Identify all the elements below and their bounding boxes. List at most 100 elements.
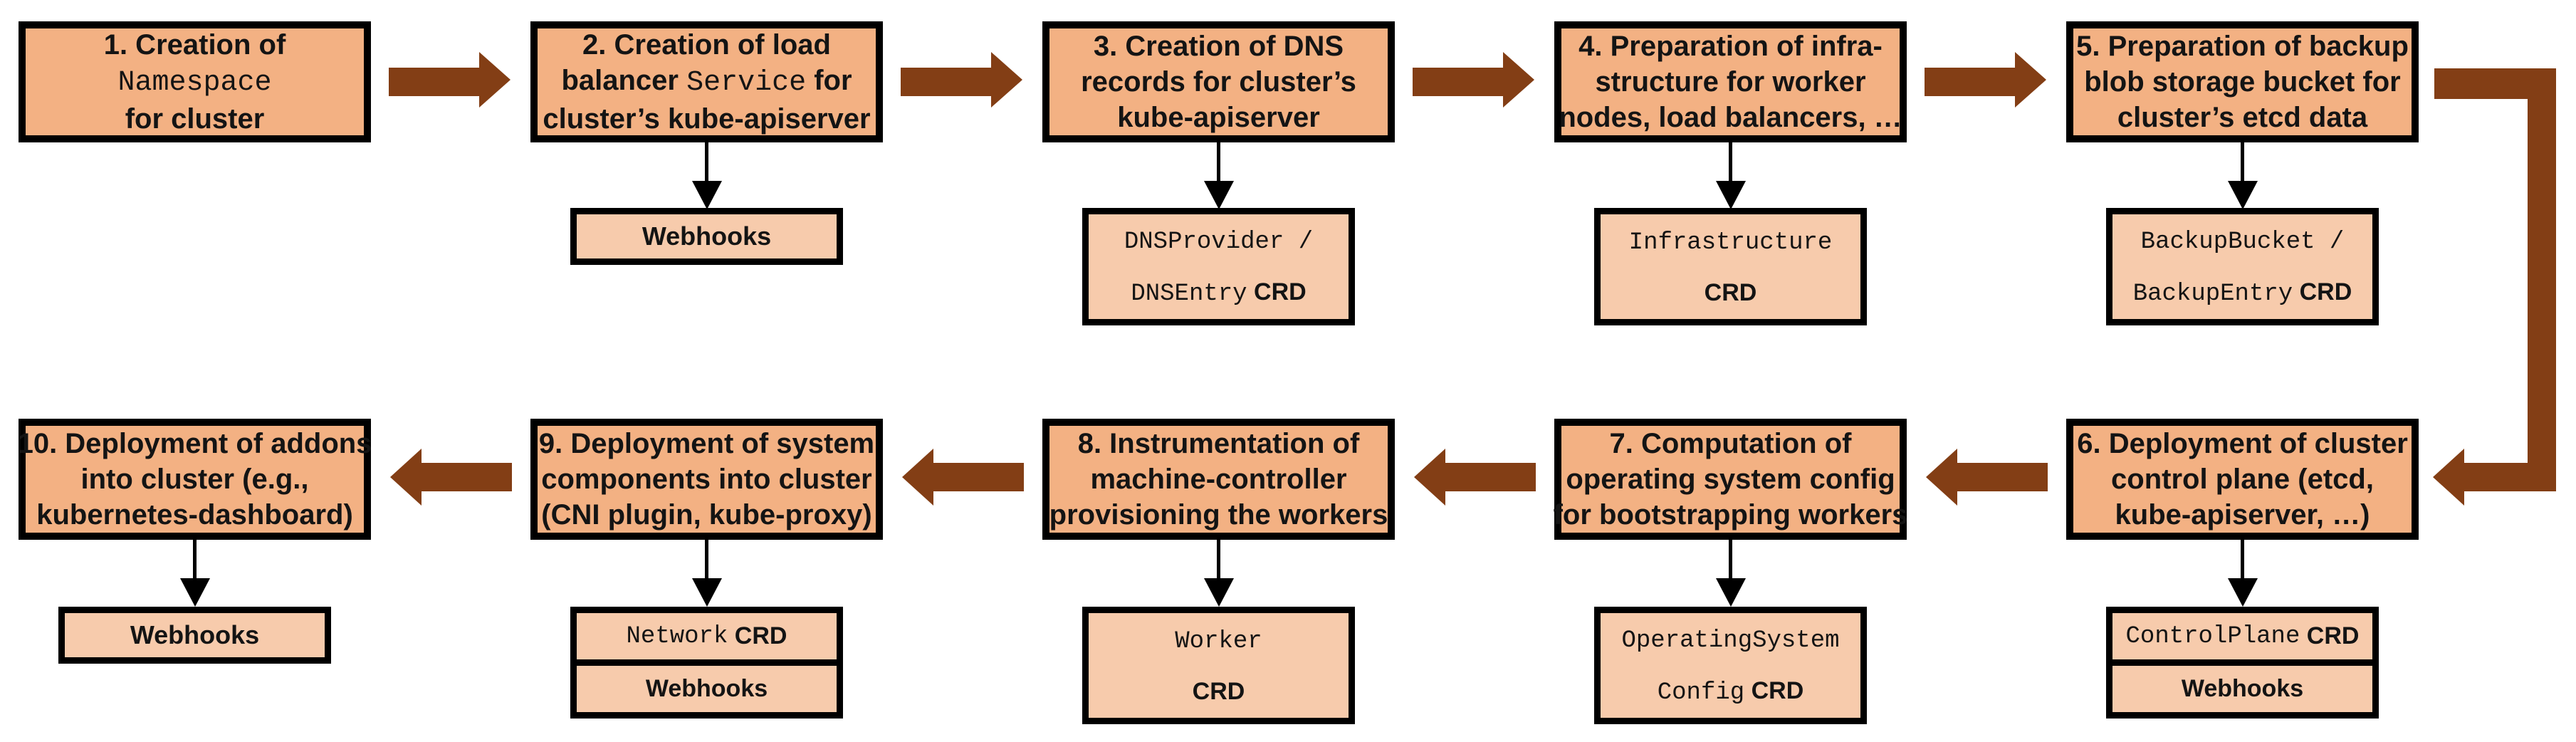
text-line: components into cluster (541, 461, 872, 497)
down-arrowhead-icon (691, 181, 722, 209)
step-box-9: 9. Deployment of system components into c… (530, 419, 883, 540)
connector-line-3 (1217, 142, 1220, 181)
text-line: 3. Creation of DNS (1094, 28, 1344, 64)
label-text: provisioning the workers (1049, 499, 1388, 531)
down-arrowhead-icon (179, 578, 210, 607)
sub-box-5: BackupBucket / BackupEntry CRD (2106, 208, 2379, 325)
text-line: CRD (1193, 667, 1245, 716)
sub-box-3: DNSProvider / DNSEntry CRD (1082, 208, 1355, 325)
text-line: structure for worker (1595, 64, 1865, 100)
flow-arrow-left-shaft-1 (422, 463, 512, 491)
step-box-10: 10. Deployment of addons into cluster (e.… (17, 419, 372, 540)
label-text: Webhooks (642, 221, 772, 251)
code-text: DNSProvider / (1124, 228, 1314, 256)
label-text: 5. Preparation of backup (2076, 31, 2409, 62)
sub-box-cell: Network CRD (577, 613, 837, 659)
down-arrowhead-icon (2227, 181, 2258, 209)
text-line: BackupEntry CRD (2133, 267, 2352, 319)
sub-box-cell: Webhooks (577, 659, 837, 712)
text-line: OperatingSystem (1621, 614, 1839, 666)
label-text: Webhooks (2181, 675, 2304, 702)
down-arrowhead-icon (1203, 578, 1234, 607)
code-text: Namespace (117, 67, 272, 99)
down-arrowhead-icon (1715, 181, 1746, 209)
label-text: 9. Deployment of system (538, 428, 875, 459)
text-line: 4. Preparation of infra- (1578, 28, 1883, 64)
label-text: structure for worker (1595, 66, 1866, 98)
flow-arrow-left-shaft-4 (1957, 463, 2048, 491)
sub-box-2: Webhooks (570, 208, 843, 265)
code-text: BackupEntry (2132, 280, 2293, 308)
connector-line-9 (705, 540, 708, 578)
code-text: BackupBucket / (2140, 228, 2345, 256)
label-text: nodes, load balancers, … (1559, 102, 1902, 133)
text-line: 7. Computation of (1610, 426, 1852, 461)
label-text: CRD (1247, 278, 1307, 305)
label-text: 7. Computation of (1609, 428, 1852, 459)
label-text: 2. Creation of load (582, 29, 831, 61)
text-line: operating system config (1566, 461, 1895, 497)
flow-arrow-right-icon-4 (2015, 52, 2046, 108)
label-text: CRD (1704, 279, 1757, 306)
label-text: CRD (1192, 678, 1245, 705)
flow-arrow-left-icon-4 (1926, 449, 1957, 506)
code-text: Worker (1175, 628, 1262, 655)
flow-arrow-right-shaft-2 (901, 68, 991, 96)
text-line: 5. Preparation of backup (2076, 28, 2409, 64)
label-text: for bootstrapping workers (1553, 499, 1908, 531)
label-text: cluster’s etcd data (2117, 102, 2368, 133)
label-text: 8. Instrumentation of (1077, 428, 1360, 459)
text-line: DNSEntry CRD (1131, 267, 1306, 319)
text-line: kube-apiserver (1117, 100, 1320, 135)
label-text: Webhooks (645, 675, 768, 702)
flow-arrow-left-shaft-3 (1445, 463, 1536, 491)
flow-arrow-right-icon-3 (1503, 52, 1534, 108)
text-line: Webhooks (130, 620, 259, 650)
text-line: 1. Creation of (104, 27, 286, 63)
label-text: records for cluster’s (1081, 66, 1356, 98)
connector-line-6 (2241, 540, 2244, 578)
label-text: CRD (1744, 676, 1804, 704)
label-text: 4. Preparation of infra- (1578, 31, 1883, 62)
step-box-8: 8. Instrumentation of machine-controller p… (1042, 419, 1395, 540)
text-line: Config CRD (1658, 666, 1804, 718)
label-text: 1. Creation of (103, 29, 286, 61)
step-box-7: 7. Computation of operating system config… (1554, 419, 1907, 540)
label-text: into cluster (e.g., (80, 464, 309, 495)
text-line: for bootstrapping workers (1554, 497, 1908, 533)
label-text: balancer (561, 65, 687, 96)
label-text: 6. Deployment of cluster (2077, 428, 2408, 459)
label-text: kube-apiserver, …) (2115, 499, 2370, 531)
down-arrowhead-icon (691, 578, 722, 607)
flow-arrow-right-shaft-1 (389, 68, 479, 96)
label-text: machine-controller (1090, 464, 1347, 495)
down-arrowhead-icon (1715, 578, 1746, 607)
label-text: 10. Deployment of addons (17, 428, 372, 459)
text-line: Webhooks (642, 221, 771, 251)
down-arrowhead-icon (1203, 181, 1234, 209)
elbow-arrowhead-left-icon (2433, 449, 2464, 506)
text-line: records for cluster’s (1081, 64, 1356, 100)
flow-arrow-right-icon-1 (479, 52, 511, 108)
code-text: DNSEntry (1131, 280, 1247, 308)
label-text: kubernetes-dashboard) (36, 499, 353, 531)
sub-box-9: Network CRD Webhooks (570, 607, 843, 719)
code-text: ControlPlane (2125, 622, 2300, 650)
sub-box-cell: Webhooks (2112, 659, 2372, 712)
text-line: DNSProvider / (1124, 215, 1313, 267)
text-line: cluster’s etcd data (2117, 100, 2367, 135)
text-line: 8. Instrumentation of (1078, 426, 1360, 461)
text-line: Namespace (117, 63, 271, 101)
label-text: operating system config (1566, 464, 1895, 495)
label-text: blob storage bucket for (2084, 66, 2401, 98)
label-text: components into cluster (541, 464, 872, 495)
text-line: kubernetes-dashboard) (36, 497, 353, 533)
flow-arrow-right-icon-2 (991, 52, 1022, 108)
text-line: (CNI plugin, kube-proxy) (541, 497, 871, 533)
label-text: cluster’s kube-apiserver (543, 103, 871, 135)
label-text: for (806, 65, 852, 96)
